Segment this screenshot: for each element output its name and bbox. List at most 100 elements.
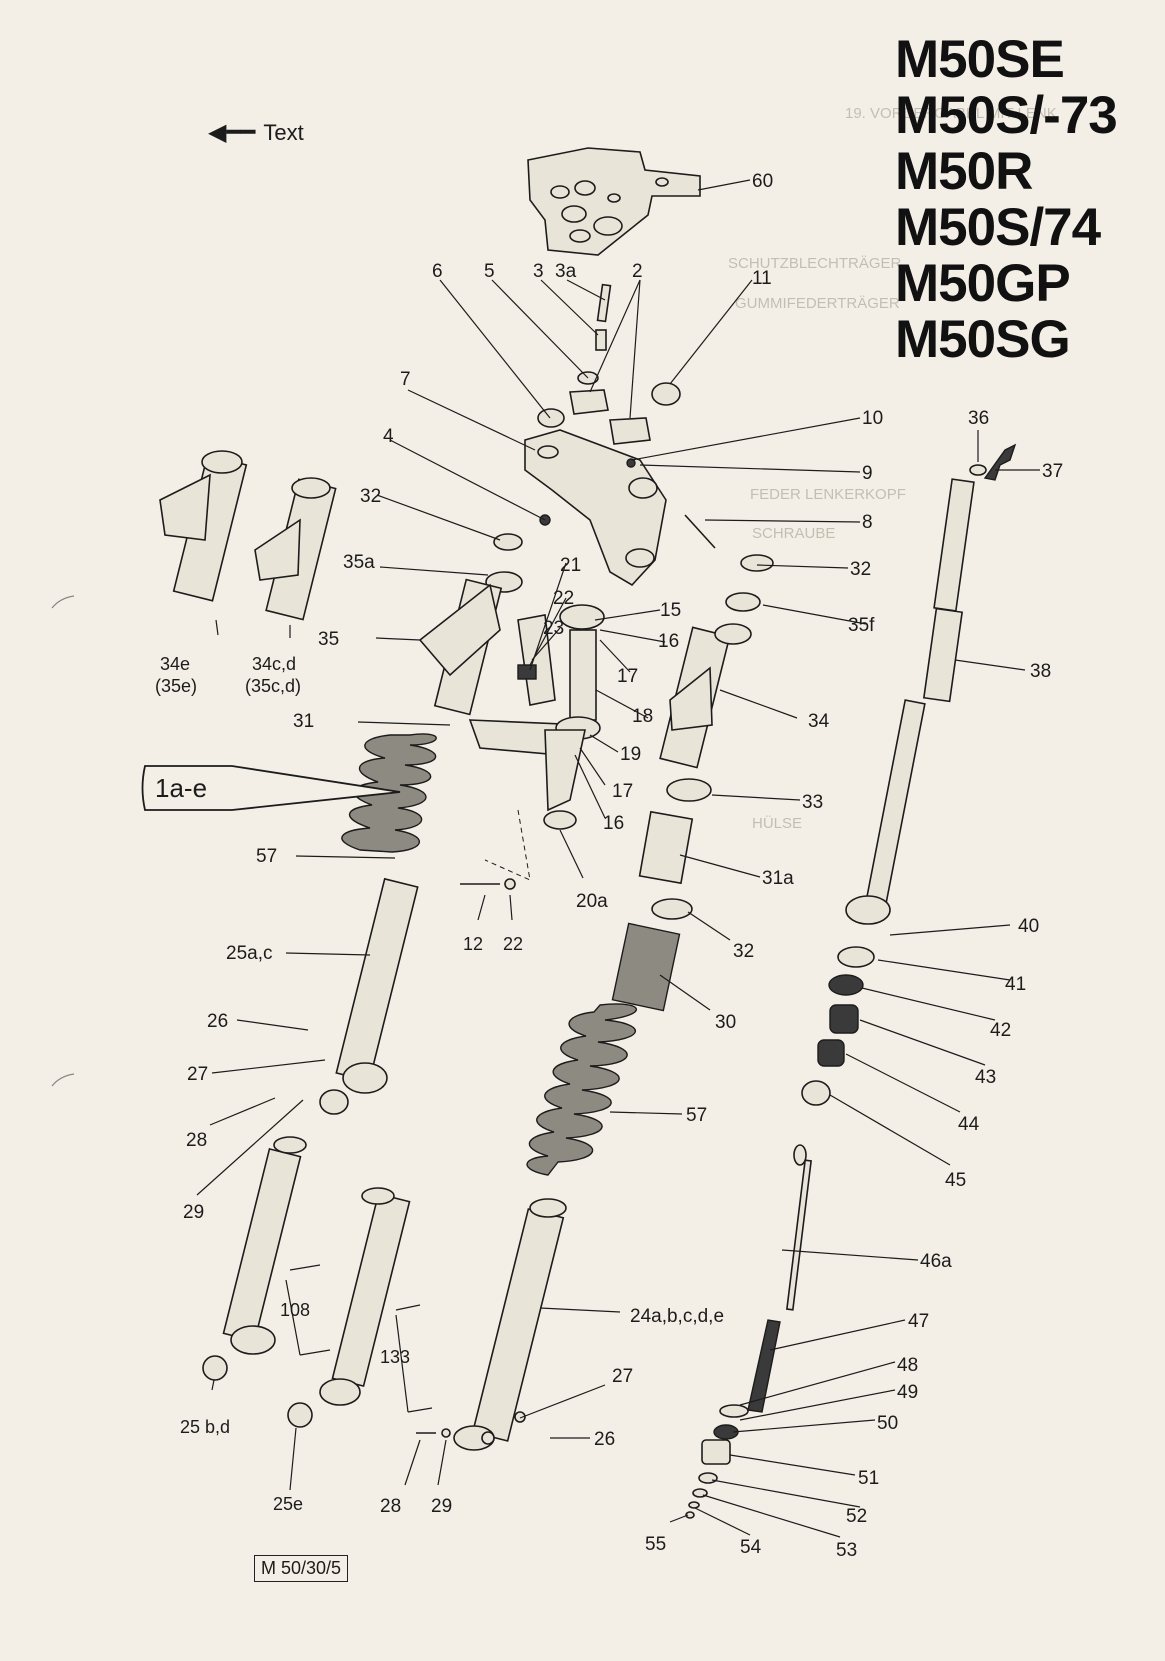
part-34-bracket bbox=[611, 554, 774, 1012]
dimension-lines bbox=[285, 1264, 433, 1413]
part-label: 32 bbox=[360, 486, 381, 507]
part-60-plate bbox=[527, 147, 701, 256]
part-label: 40 bbox=[1018, 916, 1039, 937]
part-label: 30 bbox=[715, 1012, 736, 1033]
part-label: 35 bbox=[318, 629, 339, 650]
part-label: 52 bbox=[846, 1506, 867, 1527]
part-label: 35f bbox=[848, 615, 875, 636]
part-label: 3a bbox=[555, 261, 577, 282]
part-label: 32 bbox=[850, 559, 871, 580]
part-label: 36 bbox=[968, 408, 989, 429]
part-label: 46a bbox=[920, 1251, 952, 1272]
model-name: M50SG bbox=[895, 310, 1071, 369]
part-label: 45 bbox=[945, 1170, 966, 1191]
part-label: 2 bbox=[632, 261, 643, 282]
part-label: 60 bbox=[752, 171, 773, 192]
part-label: 25e bbox=[273, 1494, 303, 1514]
part-left-fork-leg bbox=[319, 533, 605, 1115]
part-label: 42 bbox=[990, 1020, 1011, 1041]
part-label: 34e bbox=[160, 654, 190, 674]
model-name: M50GP bbox=[895, 254, 1071, 313]
part-label: 24a,b,c,d,e bbox=[630, 1306, 724, 1327]
part-label: 23 bbox=[543, 618, 564, 639]
bleed-through-text: FEDER LENKERKOPF bbox=[750, 486, 906, 503]
callout-1a-e: 1a-e bbox=[141, 765, 401, 811]
part-label: 51 bbox=[858, 1468, 879, 1489]
part-label: 41 bbox=[1005, 974, 1026, 995]
bleed-through-text: GUMMIFEDERTRÄGER bbox=[735, 295, 900, 312]
part-38-stanchion bbox=[864, 443, 1017, 911]
part-label: (35e) bbox=[155, 676, 197, 696]
part-label: 133 bbox=[380, 1347, 410, 1367]
part-label: 35a bbox=[343, 552, 375, 573]
part-label: 37 bbox=[1042, 461, 1063, 482]
part-label: 57 bbox=[686, 1105, 707, 1126]
part-label: 53 bbox=[836, 1540, 857, 1561]
part-label: 44 bbox=[958, 1114, 980, 1135]
part-label: 10 bbox=[862, 408, 883, 429]
part-label: 20a bbox=[576, 891, 608, 912]
part-label: 28 bbox=[380, 1496, 401, 1517]
part-label: 4 bbox=[383, 426, 394, 447]
part-label: 48 bbox=[897, 1355, 918, 1376]
bleed-through-text: 19. VORDERGABEL MIT LENK bbox=[845, 105, 1057, 122]
part-label: 25 b,d bbox=[180, 1417, 230, 1437]
bleed-through-text: SCHRAUBE bbox=[752, 525, 836, 542]
leader-lines bbox=[196, 179, 1040, 1538]
part-25bd-slider bbox=[202, 1136, 307, 1381]
part-label: 7 bbox=[400, 369, 411, 390]
bleed-through-text: HÜLSE bbox=[752, 815, 803, 832]
part-label: 6 bbox=[432, 261, 443, 282]
part-label: 28 bbox=[186, 1130, 207, 1151]
callout-label: 1a-e bbox=[155, 773, 207, 803]
part-34e-bracket bbox=[159, 450, 248, 602]
part-label: 50 bbox=[877, 1413, 898, 1434]
part-label: 17 bbox=[617, 666, 638, 687]
part-label: 17 bbox=[612, 781, 633, 802]
binder-hole-mark bbox=[51, 595, 75, 609]
model-name: M50S/74 bbox=[895, 198, 1101, 257]
part-label: 47 bbox=[908, 1311, 929, 1332]
part-top-yoke bbox=[524, 283, 716, 587]
part-label: 16 bbox=[658, 631, 679, 652]
part-label: 5 bbox=[484, 261, 495, 282]
part-label: 19 bbox=[620, 744, 641, 765]
part-label: 34 bbox=[808, 711, 830, 732]
part-labels: 60 6 5 3 3a 2 11 7 10 36 37 4 9 32 8 35a… bbox=[155, 171, 1063, 1561]
part-label: 3 bbox=[533, 261, 544, 282]
model-name: M50S/-73 bbox=[895, 86, 1118, 145]
part-label: 32 bbox=[733, 941, 754, 962]
text-reference: ◀━━ Text bbox=[208, 120, 304, 146]
part-label: 29 bbox=[431, 1496, 452, 1517]
text-reference-label: Text bbox=[263, 120, 304, 145]
part-label: 18 bbox=[632, 706, 653, 727]
part-57-bellow bbox=[526, 1003, 638, 1176]
part-label: 43 bbox=[975, 1067, 996, 1088]
part-label: 12 bbox=[463, 934, 483, 954]
part-label: 27 bbox=[612, 1366, 633, 1387]
part-label: 22 bbox=[553, 588, 574, 609]
part-label: 38 bbox=[1030, 661, 1051, 682]
part-label: 108 bbox=[280, 1300, 310, 1320]
part-label: 11 bbox=[752, 268, 772, 289]
part-damper-stack bbox=[685, 895, 891, 1519]
binder-hole-mark bbox=[51, 1073, 75, 1087]
model-list: M50SE M50S/-73 M50R M50S/74 M50GP M50SG bbox=[895, 32, 1160, 368]
part-label: 27 bbox=[187, 1064, 208, 1085]
document-code: M 50/30/5 bbox=[254, 1555, 349, 1582]
part-label: 26 bbox=[207, 1011, 228, 1032]
part-label: 33 bbox=[802, 792, 823, 813]
model-name: M50R bbox=[895, 142, 1033, 201]
part-label: 34c,d bbox=[252, 654, 296, 674]
part-label: 31 bbox=[293, 711, 314, 732]
model-name: M50SE bbox=[895, 30, 1065, 89]
part-label: 8 bbox=[862, 512, 873, 533]
part-label: 15 bbox=[660, 600, 681, 621]
part-24-slider bbox=[416, 1198, 567, 1451]
part-label: 9 bbox=[862, 463, 873, 484]
part-label: 16 bbox=[603, 813, 624, 834]
part-label: 49 bbox=[897, 1382, 918, 1403]
part-25e-slider bbox=[287, 1187, 411, 1428]
